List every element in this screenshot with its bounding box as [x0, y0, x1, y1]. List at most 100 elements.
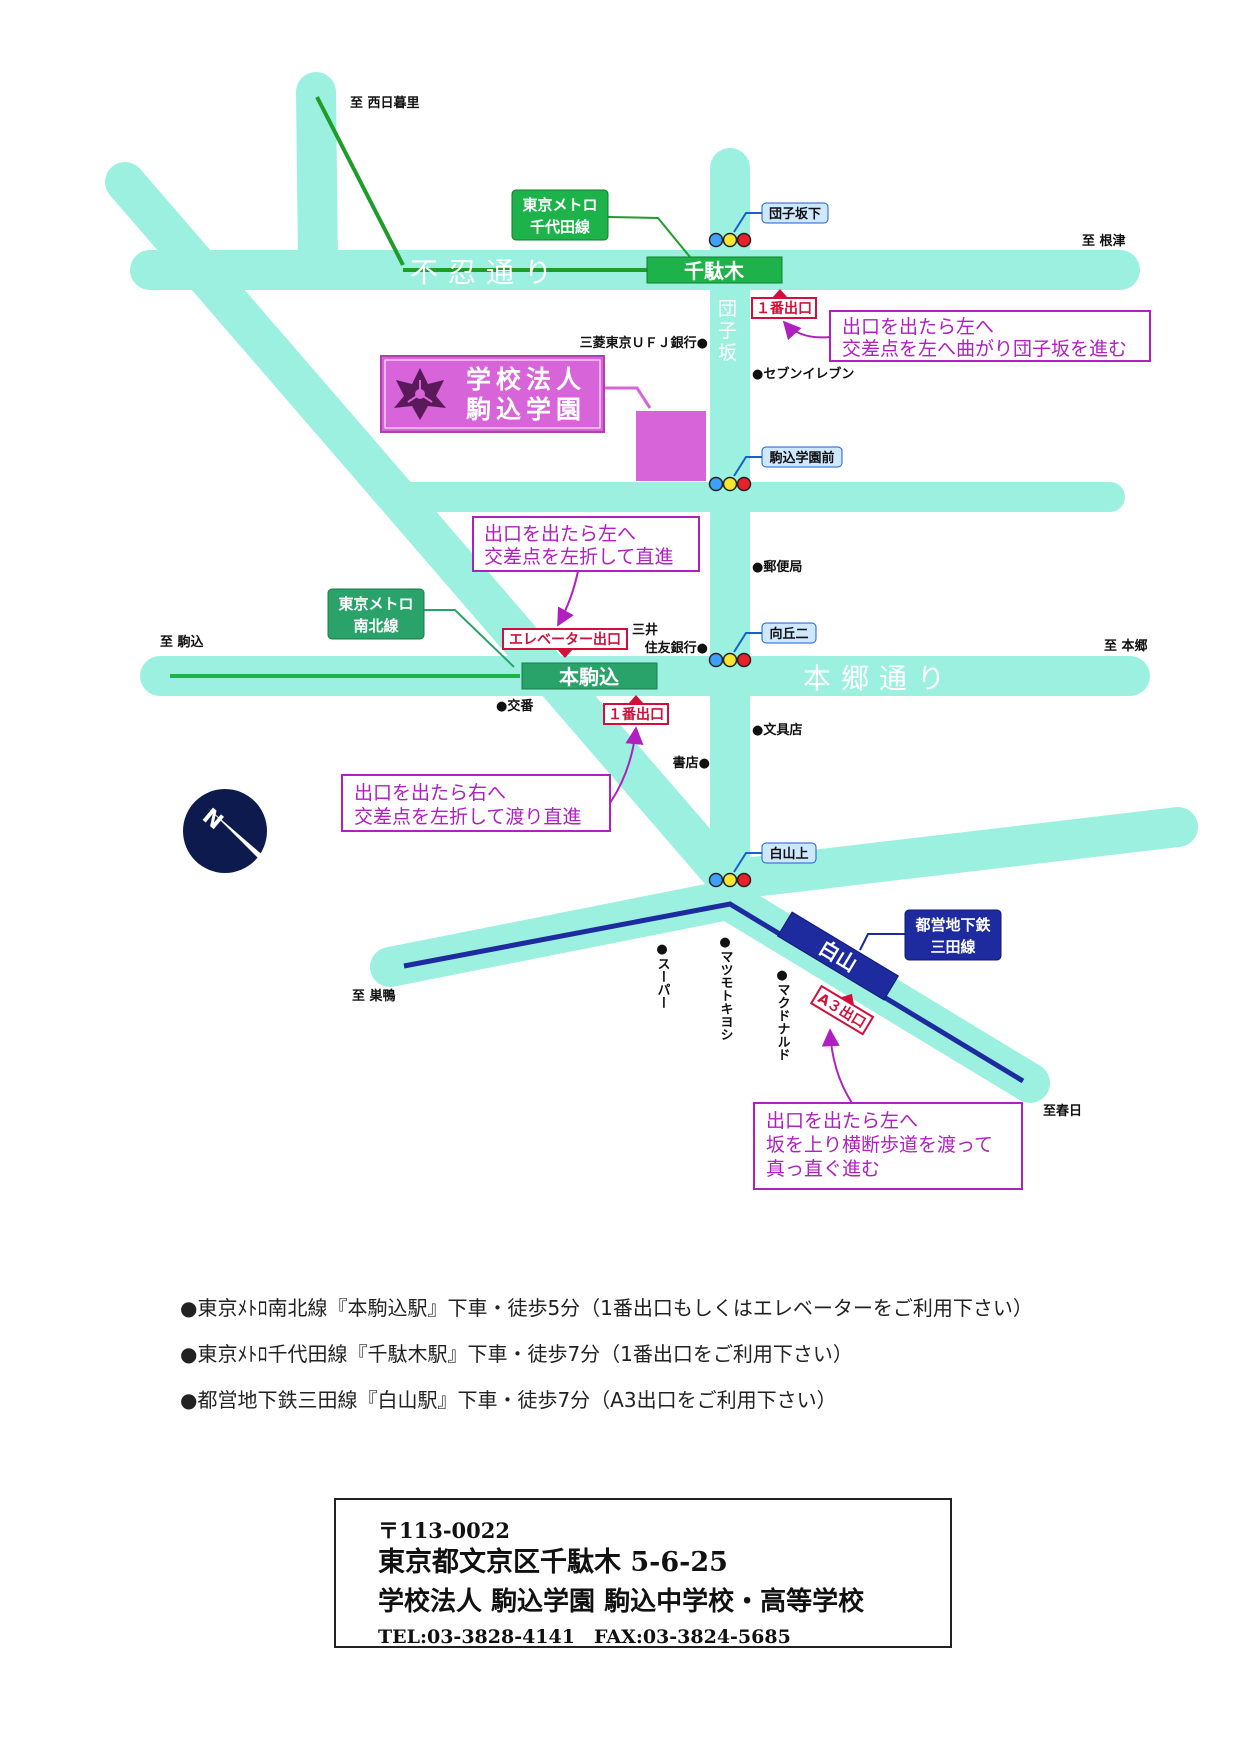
- school-label: 学校法人 駒込学園: [380, 355, 652, 433]
- road-name-dangozaka: 団 子 坂: [718, 298, 737, 364]
- access-mita: ●都営地下鉄三田線『白山駅』下車・徒歩7分（A3出口をご利用下さい）: [180, 1388, 837, 1412]
- signal-lamp-icon: [708, 232, 724, 248]
- line-label-chiyoda: 東京メトロ 千代田線: [511, 189, 691, 258]
- callout-honkomagome-line1: 出口を出たら右へ: [354, 782, 506, 804]
- station-sendagi-label: 千駄木: [684, 259, 745, 283]
- road-east-diagonal: [708, 807, 1198, 900]
- exit-elevator-text: エレベーター出口: [509, 631, 621, 648]
- signal-lamp-icon: [736, 476, 752, 492]
- callout-elevator: 出口を出たら左へ 交差点を左折して直進: [472, 516, 700, 627]
- exit-elevator: エレベーター出口: [502, 628, 628, 658]
- callout-hakusan-line3: 真っ直ぐ進む: [766, 1158, 880, 1180]
- poi-smbc-line2: 住友銀行●: [645, 640, 708, 656]
- school-crest-icon: [394, 368, 446, 420]
- line-mita-line1: 都営地下鉄: [914, 916, 990, 934]
- signal-dangozakashita-text: 団子坂下: [769, 206, 821, 222]
- road-diagonal-main: [105, 162, 748, 900]
- poi-seven-eleven: ●セブンイレブン: [752, 366, 854, 382]
- exit-sendagi-1: １番出口: [751, 289, 817, 319]
- signal-lamp-icon: [722, 232, 738, 248]
- poi-matsumoto: ●マツモトキヨシ: [718, 935, 733, 1041]
- poi-bookstore: 書店●: [673, 755, 710, 771]
- station-honkomagome-label: 本駒込: [559, 665, 619, 689]
- signal-lamp-icon: [736, 872, 752, 888]
- compass-needle-icon: [208, 808, 266, 862]
- exit-honkomagome-1: １番出口: [603, 695, 669, 725]
- address-street: 東京都文京区千駄木 5-6-25: [378, 1547, 728, 1578]
- line-namboku-line1: 東京メトロ: [338, 595, 413, 613]
- callout-honkomagome: 出口を出たら右へ 交差点を左折して渡り直進: [341, 726, 644, 832]
- poi-smbc-line1: 三井: [632, 622, 658, 638]
- line-label-mita: 都営地下鉄 三田線: [859, 909, 1002, 961]
- poi-mcdonald: ●マクドナルド: [775, 968, 791, 1061]
- address-school-name: 学校法人 駒込学園 駒込中学校・高等学校: [378, 1587, 865, 1617]
- station-sendagi: 千駄木: [646, 256, 783, 284]
- svg-text:団: 団: [718, 298, 737, 320]
- signal-lamp-icon: [722, 476, 738, 492]
- dest-hongo: 至 本郷: [1104, 638, 1148, 654]
- school-name-line1: 学校法人: [466, 365, 586, 394]
- callout-hakusan: 出口を出たら左へ 坂を上り横断歩道を渡って 真っ直ぐ進む: [753, 1028, 1023, 1190]
- poi-post-office: ●郵便局: [752, 559, 802, 575]
- chiyoda-line: [315, 96, 405, 266]
- exit-sendagi-1-text: １番出口: [756, 300, 812, 317]
- roads: [105, 72, 1198, 1103]
- traffic-signal-dangozakashita: [708, 232, 752, 248]
- signal-lamp-icon: [708, 652, 724, 668]
- signal-label-dangozakashita: 団子坂下: [733, 202, 829, 233]
- compass-disc: [183, 789, 267, 873]
- address-tel-fax: TEL:03-3828-4141 FAX:03-3824-5685: [378, 1626, 791, 1648]
- signal-lamp-icon: [736, 232, 752, 248]
- callout-elevator-line1: 出口を出たら左へ: [484, 523, 636, 545]
- access-namboku: ●東京ﾒﾄﾛ南北線『本駒込駅』下車・徒歩5分（1番出口もしくはエレベーターをご利…: [180, 1296, 1033, 1320]
- road-name-hongo: 本郷通り: [803, 662, 955, 695]
- dest-sugamo: 至 巣鴨: [352, 988, 396, 1004]
- compass: N: [183, 789, 267, 873]
- traffic-signal-komagomegakuenmae: [708, 476, 752, 492]
- station-hakusan: 白山: [776, 911, 900, 1001]
- poi-bank-mufg: 三菱東京ＵＦＪ銀行●: [580, 335, 708, 351]
- dest-kasuga: 至春日: [1043, 1103, 1082, 1119]
- line-chiyoda-line1: 東京メトロ: [522, 196, 597, 214]
- svg-text:子: 子: [718, 320, 737, 342]
- callout-sendagi-line1: 出口を出たら左へ: [842, 316, 994, 338]
- road-name-shinobazu: 不忍通り: [410, 256, 562, 289]
- signal-label-komagomegakuenmae: 駒込学園前: [733, 446, 843, 477]
- access-map: 不忍通り 本郷通り 団 子 坂 至 西日暮里 至 根津 至 駒込 至 本郷 至 …: [105, 72, 1198, 1190]
- dest-nezu: 至 根津: [1082, 233, 1126, 249]
- dest-komagome: 至 駒込: [160, 634, 205, 650]
- traffic-signal-hakusanue: [708, 872, 752, 888]
- svg-text:坂: 坂: [718, 342, 737, 364]
- signal-label-hakusanue: 白山上: [733, 842, 817, 873]
- access-chiyoda: ●東京ﾒﾄﾛ千代田線『千駄木駅』下車・徒歩7分（1番出口をご利用下さい）: [180, 1342, 853, 1366]
- signal-mukougaoka2-text: 向丘二: [769, 626, 808, 642]
- signal-lamp-icon: [722, 872, 738, 888]
- school-name-line2: 駒込学園: [466, 395, 586, 424]
- road-nishinippori: [296, 72, 338, 282]
- address-box: 〒113-0022 東京都文京区千駄木 5-6-25 学校法人 駒込学園 駒込中…: [334, 1498, 952, 1648]
- access-directions: ●東京ﾒﾄﾛ南北線『本駒込駅』下車・徒歩5分（1番出口もしくはエレベーターをご利…: [180, 1285, 1200, 1423]
- mita-line: [403, 901, 1025, 1084]
- station-honkomagome: 本駒込: [521, 662, 658, 690]
- poi-koban: ●交番: [496, 698, 534, 714]
- signal-lamp-icon: [722, 652, 738, 668]
- traffic-signal-mukougaoka2: [708, 652, 752, 668]
- signal-lamp-icon: [708, 476, 724, 492]
- callout-sendagi-line2: 交差点を左へ曲がり団子坂を進む: [842, 338, 1127, 360]
- poi-stationery: ●文具店: [752, 722, 802, 738]
- callout-honkomagome-line2: 交差点を左折して渡り直進: [354, 806, 581, 828]
- address-postal-code: 〒113-0022: [378, 1518, 510, 1543]
- line-mita-line2: 三田線: [930, 938, 975, 956]
- callout-sendagi: 出口を出たら左へ 交差点を左へ曲がり団子坂を進む: [782, 310, 1151, 362]
- signal-lamp-icon: [708, 872, 724, 888]
- signal-lamp-icon: [736, 652, 752, 668]
- traffic-signals: [708, 232, 752, 888]
- signal-komagomegakuenmae-text: 駒込学園前: [768, 450, 834, 466]
- school-building: [636, 411, 706, 481]
- line-chiyoda-line2: 千代田線: [530, 218, 590, 236]
- exit-honkomagome-1-text: １番出口: [608, 706, 664, 723]
- line-namboku-line2: 南北線: [353, 617, 398, 635]
- poi-supermarket: ●スーパー: [655, 942, 671, 1009]
- callout-hakusan-line1: 出口を出たら左へ: [766, 1110, 918, 1132]
- dest-nishinippori: 至 西日暮里: [350, 95, 420, 111]
